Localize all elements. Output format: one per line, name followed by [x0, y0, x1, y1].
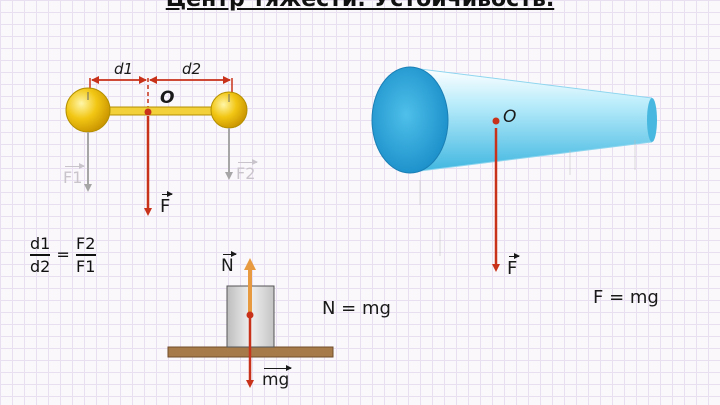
- ratio-formula: d1 d2 = F2 F1: [30, 234, 96, 276]
- n-label: N: [221, 251, 237, 276]
- ratio-equals: =: [56, 245, 70, 265]
- dumbbell-forces: [84, 116, 233, 216]
- f2-label: F2: [236, 159, 259, 183]
- dumbbell: [65, 87, 248, 133]
- d2-label: d2: [182, 60, 202, 78]
- cone: [371, 66, 657, 272]
- ghost-arrows: [419, 140, 636, 256]
- pivot-o-label: O: [160, 88, 175, 108]
- f1-label: F1: [63, 163, 86, 187]
- ratio-f2: F2: [76, 234, 96, 253]
- n-equals-mg: N = mg: [322, 298, 391, 319]
- d1-label: d1: [114, 60, 134, 78]
- f-equals-mg: F = mg: [593, 287, 659, 308]
- f-label-cone: F: [507, 253, 521, 279]
- ratio-d1: d1: [30, 234, 51, 253]
- dimension-lines: [89, 76, 233, 108]
- ratio-f1: F1: [76, 256, 96, 276]
- page-title: Центр тяжести. Устойчивость.: [0, 0, 720, 12]
- cone-o-label: O: [503, 107, 517, 127]
- ratio-d2: d2: [30, 256, 51, 276]
- f-label-dumbbell: F: [160, 191, 174, 217]
- table-block: [167, 258, 334, 388]
- mg-label: mg: [262, 365, 293, 390]
